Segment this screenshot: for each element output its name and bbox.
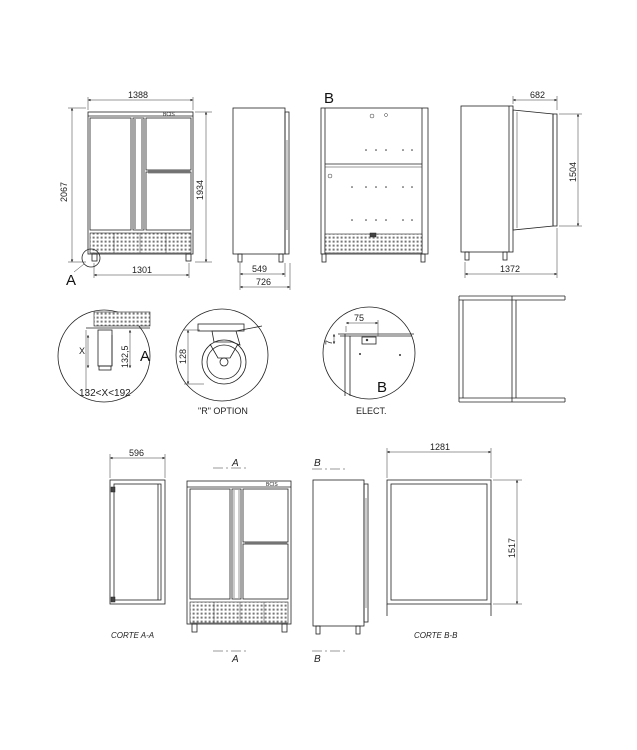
depth-total-label: 726 bbox=[256, 277, 271, 287]
detail-a-marker-label: A bbox=[140, 348, 150, 365]
cut-b-top: B bbox=[314, 458, 321, 469]
caster-frame bbox=[175, 308, 269, 402]
section-bb-body bbox=[386, 479, 492, 605]
cut-a-bottom: A bbox=[231, 654, 239, 665]
detail-a: X 132,5 132<X<192 A bbox=[57, 309, 151, 403]
center-vent-grille bbox=[189, 601, 289, 624]
detail-caster: 128 "R" OPTION bbox=[175, 308, 269, 416]
section-aa-caption: CORTE A-A bbox=[111, 631, 154, 640]
door-top-right bbox=[145, 117, 192, 171]
detail-a-marker: A bbox=[66, 272, 76, 289]
center-front-badge: BCIS bbox=[266, 482, 278, 488]
side-cut-foot-front bbox=[315, 625, 321, 635]
door-top-label: 682 bbox=[530, 90, 545, 100]
vent-grille bbox=[89, 232, 192, 254]
depth-label: 549 bbox=[252, 264, 267, 274]
detail-a-x-label: X bbox=[79, 346, 85, 356]
center-door-top-right bbox=[242, 488, 289, 543]
caster-wheel bbox=[201, 339, 247, 385]
detail-b-side-label: 7 bbox=[324, 340, 334, 345]
frame-view bbox=[458, 295, 566, 403]
center-front-body bbox=[186, 480, 292, 625]
back-body bbox=[320, 107, 429, 255]
front-view: BCIS A 1388 2067 1934 1301 bbox=[59, 90, 212, 289]
back-foot-right bbox=[420, 253, 426, 263]
door-left bbox=[89, 117, 132, 231]
open-foot-front bbox=[464, 251, 470, 261]
detail-b: 75 7 B ELECT. bbox=[322, 306, 416, 416]
center-foot-right bbox=[281, 623, 288, 633]
center-foot-left bbox=[191, 623, 198, 633]
cabinet-body bbox=[87, 111, 194, 255]
center-front: A A BCIS bbox=[186, 458, 292, 665]
elect-box bbox=[361, 336, 377, 345]
badge-label: BCIS bbox=[163, 112, 175, 118]
section-bb-caption: CORTE B-B bbox=[414, 631, 458, 640]
detail-a-height-label: 132,5 bbox=[120, 345, 130, 368]
side-cut-body bbox=[312, 479, 365, 627]
center-door-bottom-right bbox=[242, 543, 289, 600]
caster-caption: "R" OPTION bbox=[198, 406, 248, 416]
base-width-label: 1301 bbox=[132, 265, 152, 275]
detail-b-caption: ELECT. bbox=[356, 406, 387, 416]
foot-right bbox=[185, 253, 192, 262]
width-label: 1388 bbox=[128, 90, 148, 100]
section-aa-body bbox=[109, 479, 166, 605]
detail-a-range-label: 132<X<192 bbox=[79, 388, 131, 399]
side-body bbox=[232, 107, 286, 255]
back-view: B bbox=[320, 90, 429, 263]
height-label: 2067 bbox=[59, 182, 69, 202]
caster-height-label: 128 bbox=[178, 349, 188, 364]
section-aa: 596 CORTE A-A bbox=[109, 448, 166, 640]
detail-b-marker-label: B bbox=[377, 379, 387, 396]
foot-left bbox=[91, 253, 98, 262]
side-cut: B B bbox=[312, 458, 369, 665]
center-door-left bbox=[189, 488, 231, 600]
detail-b-frame bbox=[322, 306, 416, 400]
section-bb-height-label: 1517 bbox=[507, 538, 517, 558]
inner-height-label: 1934 bbox=[195, 180, 205, 200]
side-foot-front bbox=[237, 253, 243, 263]
section-aa-width-label: 596 bbox=[129, 448, 144, 458]
side-foot-back bbox=[278, 253, 284, 263]
open-body bbox=[460, 105, 514, 253]
open-foot-back bbox=[502, 251, 508, 261]
side-view: 549 726 bbox=[232, 107, 291, 290]
door-bottom-right bbox=[145, 171, 192, 231]
detail-a-foot bbox=[97, 329, 113, 367]
open-door bbox=[512, 109, 554, 231]
cut-b-bottom: B bbox=[314, 654, 321, 665]
detail-a-circle bbox=[81, 248, 101, 268]
back-screw-dots bbox=[351, 149, 413, 221]
door-middle bbox=[132, 117, 145, 231]
back-view-marker: B bbox=[324, 90, 334, 107]
open-width-label: 1372 bbox=[500, 264, 520, 274]
door-height-label: 1504 bbox=[568, 162, 578, 182]
side-cut-foot-back bbox=[355, 625, 361, 635]
section-bb-width-label: 1281 bbox=[430, 442, 450, 452]
back-foot-left bbox=[321, 253, 327, 263]
section-bb: 1281 1517 CORTE B-B bbox=[386, 442, 522, 640]
cut-a-top: A bbox=[231, 458, 239, 469]
detail-a-frame bbox=[57, 309, 151, 403]
door-open-view: 682 1504 1372 bbox=[460, 90, 582, 278]
detail-b-top-label: 75 bbox=[354, 313, 364, 323]
